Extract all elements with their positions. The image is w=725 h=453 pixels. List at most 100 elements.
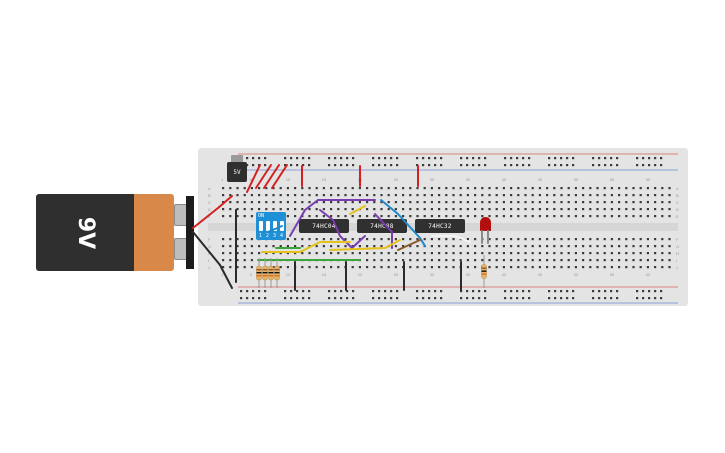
terminal-hole-bottom[interactable] — [337, 259, 340, 262]
terminal-hole-bottom[interactable] — [632, 252, 635, 255]
power-rail-bottom-hole[interactable] — [660, 297, 663, 300]
terminal-hole-bottom[interactable] — [423, 245, 426, 248]
terminal-hole-top[interactable] — [582, 201, 585, 204]
power-rail-bottom-hole[interactable] — [378, 297, 381, 300]
terminal-hole-bottom[interactable] — [553, 245, 556, 248]
terminal-hole-top[interactable] — [510, 215, 513, 218]
terminal-hole-top[interactable] — [351, 187, 354, 190]
terminal-hole-bottom[interactable] — [560, 252, 563, 255]
power-rail-top-hole[interactable] — [604, 157, 607, 160]
terminal-hole-bottom[interactable] — [574, 252, 577, 255]
terminal-hole-top[interactable] — [394, 187, 397, 190]
terminal-hole-bottom[interactable] — [517, 245, 520, 248]
terminal-hole-top[interactable] — [301, 187, 304, 190]
terminal-hole-bottom[interactable] — [618, 252, 621, 255]
power-rail-bottom-hole[interactable] — [334, 297, 337, 300]
terminal-hole-bottom[interactable] — [596, 245, 599, 248]
terminal-hole-bottom[interactable] — [445, 259, 448, 262]
terminal-hole-top[interactable] — [610, 194, 613, 197]
power-rail-bottom-hole[interactable] — [598, 297, 601, 300]
terminal-hole-top[interactable] — [582, 194, 585, 197]
terminal-hole-bottom[interactable] — [337, 238, 340, 241]
terminal-hole-top[interactable] — [481, 215, 484, 218]
power-rail-bottom-hole[interactable] — [428, 290, 431, 293]
terminal-hole-bottom[interactable] — [661, 252, 664, 255]
terminal-hole-top[interactable] — [459, 187, 462, 190]
power-rail-top-hole[interactable] — [516, 157, 519, 160]
terminal-hole-top[interactable] — [330, 215, 333, 218]
terminal-hole-bottom[interactable] — [538, 252, 541, 255]
terminal-hole-top[interactable] — [279, 194, 282, 197]
power-rail-bottom-hole[interactable] — [566, 297, 569, 300]
terminal-hole-top[interactable] — [668, 194, 671, 197]
power-rail-bottom-hole[interactable] — [516, 297, 519, 300]
terminal-hole-top[interactable] — [553, 187, 556, 190]
terminal-hole-top[interactable] — [488, 201, 491, 204]
power-rail-top-hole[interactable] — [428, 157, 431, 160]
terminal-hole-bottom[interactable] — [474, 238, 477, 241]
terminal-hole-top[interactable] — [466, 194, 469, 197]
terminal-hole-top[interactable] — [510, 194, 513, 197]
power-rail-bottom-hole[interactable] — [346, 290, 349, 293]
terminal-hole-top[interactable] — [337, 215, 340, 218]
terminal-hole-top[interactable] — [452, 201, 455, 204]
terminal-hole-bottom[interactable] — [258, 259, 261, 262]
terminal-hole-top[interactable] — [567, 215, 570, 218]
terminal-hole-top[interactable] — [322, 215, 325, 218]
terminal-hole-top[interactable] — [286, 208, 289, 211]
terminal-hole-top[interactable] — [337, 187, 340, 190]
terminal-hole-bottom[interactable] — [416, 252, 419, 255]
terminal-hole-top[interactable] — [330, 187, 333, 190]
terminal-hole-bottom[interactable] — [502, 266, 505, 269]
terminal-hole-top[interactable] — [416, 208, 419, 211]
power-rail-bottom-hole[interactable] — [252, 297, 255, 300]
terminal-hole-top[interactable] — [351, 201, 354, 204]
power-rail-top-hole[interactable] — [598, 164, 601, 167]
terminal-hole-top[interactable] — [452, 215, 455, 218]
terminal-hole-top[interactable] — [315, 187, 318, 190]
power-rail-bottom-hole[interactable] — [616, 297, 619, 300]
terminal-hole-bottom[interactable] — [279, 259, 282, 262]
terminal-hole-top[interactable] — [589, 201, 592, 204]
power-rail-top-hole[interactable] — [522, 164, 525, 167]
terminal-hole-bottom[interactable] — [531, 245, 534, 248]
terminal-hole-top[interactable] — [596, 201, 599, 204]
terminal-hole-top[interactable] — [531, 194, 534, 197]
battery-9v[interactable]: 9V — [36, 194, 194, 271]
power-rail-bottom-hole[interactable] — [654, 297, 657, 300]
terminal-hole-bottom[interactable] — [459, 266, 462, 269]
terminal-hole-top[interactable] — [387, 201, 390, 204]
terminal-hole-top[interactable] — [524, 187, 527, 190]
terminal-hole-bottom[interactable] — [582, 252, 585, 255]
terminal-hole-bottom[interactable] — [618, 245, 621, 248]
power-rail-bottom-hole[interactable] — [246, 297, 249, 300]
terminal-hole-top[interactable] — [366, 201, 369, 204]
power-rail-top-hole[interactable] — [284, 164, 287, 167]
terminal-hole-bottom[interactable] — [452, 266, 455, 269]
terminal-hole-bottom[interactable] — [661, 259, 664, 262]
terminal-hole-top[interactable] — [560, 194, 563, 197]
power-rail-bottom-hole[interactable] — [284, 290, 287, 293]
terminal-hole-top[interactable] — [380, 187, 383, 190]
power-rail-top-hole[interactable] — [510, 164, 513, 167]
terminal-hole-bottom[interactable] — [308, 259, 311, 262]
terminal-hole-top[interactable] — [236, 208, 239, 211]
terminal-hole-bottom[interactable] — [229, 252, 232, 255]
power-rail-bottom-hole[interactable] — [258, 297, 261, 300]
terminal-hole-top[interactable] — [380, 194, 383, 197]
power-rail-bottom-hole[interactable] — [466, 297, 469, 300]
terminal-hole-bottom[interactable] — [596, 259, 599, 262]
terminal-hole-top[interactable] — [661, 194, 664, 197]
terminal-hole-bottom[interactable] — [553, 252, 556, 255]
power-rail-top-hole[interactable] — [264, 164, 267, 167]
power-rail-top-hole[interactable] — [440, 164, 443, 167]
terminal-hole-top[interactable] — [315, 201, 318, 204]
terminal-hole-top[interactable] — [502, 187, 505, 190]
power-rail-bottom-hole[interactable] — [372, 297, 375, 300]
terminal-hole-bottom[interactable] — [488, 252, 491, 255]
power-rail-bottom-hole[interactable] — [560, 297, 563, 300]
terminal-hole-top[interactable] — [265, 194, 268, 197]
terminal-hole-top[interactable] — [344, 187, 347, 190]
terminal-hole-top[interactable] — [430, 194, 433, 197]
terminal-hole-bottom[interactable] — [373, 252, 376, 255]
